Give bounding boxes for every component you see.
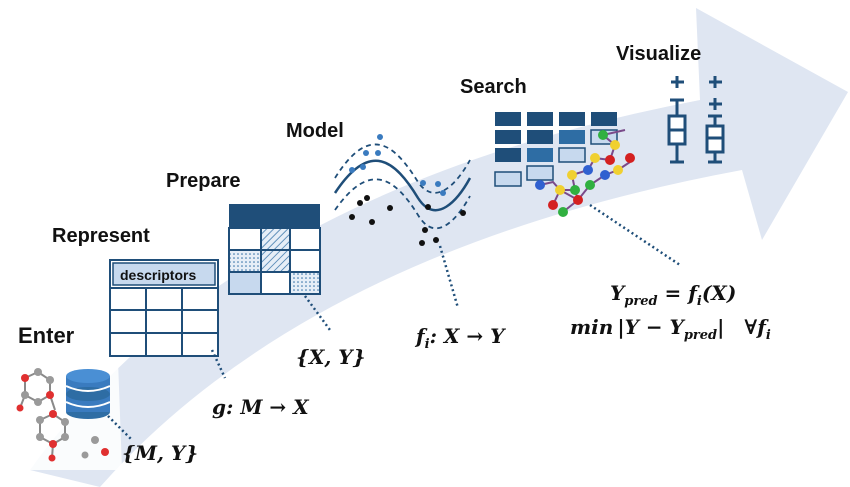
- formula-min: min|Y − Ypred|∀fi: [570, 315, 771, 343]
- search-grid-icon: [494, 112, 618, 187]
- formula-ypred: Ypred = fi(X): [610, 281, 736, 309]
- leader-line-search: [589, 203, 681, 267]
- protein-molecule-icon: [535, 129, 635, 217]
- regression-curve-icon: [333, 134, 472, 246]
- formula-prepared-set: {X, Y}: [296, 345, 365, 369]
- workflow-arrow: [30, 8, 848, 487]
- descriptor-table-icon: [109, 259, 219, 357]
- stage-label-represent: Represent: [52, 225, 150, 247]
- leader-line-represent: [210, 349, 227, 379]
- table-header-descriptors: descriptors: [120, 267, 196, 283]
- leader-line-model: [438, 245, 460, 309]
- stage-label-enter: Enter: [18, 323, 75, 348]
- stage-label-model: Model: [286, 120, 344, 142]
- formula-model: fi: X → Y: [414, 324, 506, 352]
- formula-mapping-g: g: M → X: [212, 395, 310, 419]
- prepared-matrix-icon: [228, 204, 321, 295]
- database-icon: [65, 369, 111, 419]
- leader-line-enter: [107, 415, 133, 441]
- stage-label-prepare: Prepare: [166, 170, 241, 192]
- stage-label-search: Search: [460, 76, 527, 98]
- stage-label-visualize: Visualize: [616, 43, 701, 65]
- box-plot-icon: [667, 76, 725, 164]
- formula-dataset: {M, Y}: [122, 441, 198, 465]
- leader-line-prepare: [303, 295, 332, 331]
